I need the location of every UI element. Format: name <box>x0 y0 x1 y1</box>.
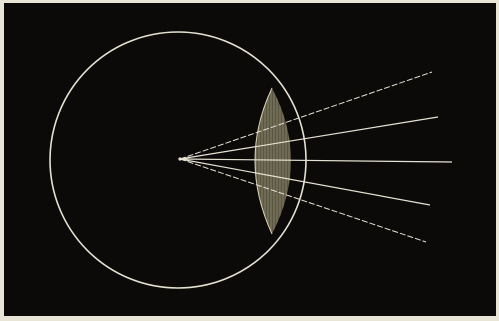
origin-point <box>178 157 181 160</box>
